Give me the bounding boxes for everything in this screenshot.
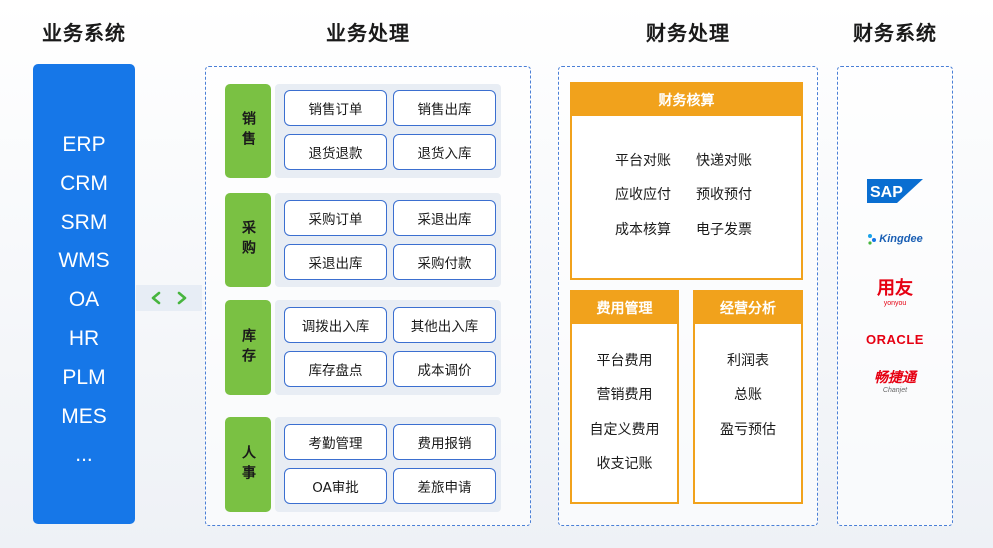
kingdee-mark-icon (868, 234, 877, 245)
accounting-item: 平台对账 (615, 153, 671, 169)
sales-outbound-button[interactable]: 销售出库 (393, 90, 496, 126)
analysis-item: 利润表 (727, 353, 769, 369)
expense-item: 营销费用 (596, 387, 653, 403)
analysis-item: 总账 (734, 387, 762, 403)
chanjet-logo-cn: 畅捷通 (874, 369, 916, 386)
system-srm: SRM (60, 210, 108, 234)
purchase-return-out-button[interactable]: 采退出库 (393, 200, 496, 236)
group-label-sales: 销售 (225, 84, 271, 178)
group-label-purchase: 采购 (225, 193, 271, 287)
stocktaking-button[interactable]: 库存盘点 (284, 351, 387, 387)
chevron-right-icon (177, 291, 187, 305)
accounting-item: 快递对账 (696, 153, 752, 169)
expense-reimburse-button[interactable]: 费用报销 (393, 424, 496, 460)
accounting-item: 预收预付 (696, 187, 752, 203)
yonyou-logo: 用友 yonyou (838, 276, 952, 310)
accounting-box: 财务核算 平台对账 快递对账 应收应付 预收预付 成本核算 电子发票 (570, 82, 803, 280)
finance-systems-title: 财务系统 (853, 21, 937, 45)
return-inbound-button[interactable]: 退货入库 (393, 134, 496, 170)
sync-connector (136, 285, 202, 311)
chanjet-logo: 畅捷通 Chanjet (838, 369, 952, 395)
sap-logo: SAP (838, 178, 952, 204)
yonyou-logo-cn: 用友 (877, 277, 913, 299)
business-systems-title: 业务系统 (42, 21, 126, 45)
kingdee-logo: Kingdee (838, 229, 952, 249)
purchase-return-out-2-button[interactable]: 采退出库 (284, 244, 387, 280)
accounting-item: 成本核算 (615, 222, 671, 238)
group-label-text: 销售 (240, 111, 256, 151)
group-label-text: 库存 (240, 327, 256, 368)
business-processing-title: 业务处理 (326, 21, 410, 45)
group-label-hr: 人事 (225, 417, 271, 512)
business-systems-panel: ERP CRM SRM WMS OA HR PLM MES ... (33, 64, 135, 524)
system-hr: HR (68, 326, 100, 350)
system-oa: OA (68, 288, 100, 312)
group-label-text: 人事 (240, 444, 256, 485)
attendance-button[interactable]: 考勤管理 (284, 424, 387, 460)
system-mes: MES (61, 404, 107, 428)
finance-systems-panel (837, 66, 953, 526)
return-refund-button[interactable]: 退货退款 (284, 134, 387, 170)
group-label-inventory: 库存 (225, 300, 271, 395)
finance-processing-title: 财务处理 (646, 21, 730, 45)
yonyou-logo-en: yonyou (883, 299, 907, 307)
travel-request-button[interactable]: 差旅申请 (393, 468, 496, 504)
chevron-left-icon (151, 291, 161, 305)
svg-text:SAP: SAP (870, 184, 903, 201)
sales-order-button[interactable]: 销售订单 (284, 90, 387, 126)
expense-title: 费用管理 (572, 292, 677, 324)
system-plm: PLM (62, 365, 106, 389)
analysis-item: 盈亏预估 (720, 422, 776, 438)
system-erp: ERP (62, 133, 106, 156)
system-more: ... (75, 443, 93, 467)
purchase-payment-button[interactable]: 采购付款 (393, 244, 496, 280)
accounting-item: 电子发票 (696, 222, 752, 238)
other-in-out-button[interactable]: 其他出入库 (393, 307, 496, 343)
accounting-item: 应收应付 (615, 187, 671, 203)
expense-item: 收支记账 (596, 456, 653, 472)
sap-logo-mark: SAP (867, 179, 923, 203)
analysis-box: 经营分析 利润表 总账 盈亏预估 (693, 290, 803, 504)
cost-adjust-button[interactable]: 成本调价 (393, 351, 496, 387)
expense-item: 平台费用 (596, 353, 653, 369)
accounting-title: 财务核算 (572, 84, 801, 116)
oracle-logo: ORACLE (838, 330, 952, 348)
transfer-in-out-button[interactable]: 调拨出入库 (284, 307, 387, 343)
analysis-title: 经营分析 (695, 292, 801, 324)
kingdee-logo-text: Kingdee (879, 233, 923, 245)
system-wms: WMS (58, 249, 110, 273)
group-label-text: 采购 (240, 220, 256, 260)
expense-item: 自定义费用 (589, 422, 660, 438)
chanjet-logo-en: Chanjet (882, 386, 908, 394)
purchase-order-button[interactable]: 采购订单 (284, 200, 387, 236)
expense-box: 费用管理 平台费用 营销费用 自定义费用 收支记账 (570, 290, 679, 504)
oa-approval-button[interactable]: OA审批 (284, 468, 387, 504)
system-crm: CRM (60, 171, 108, 195)
oracle-logo-text: ORACLE (866, 331, 924, 347)
